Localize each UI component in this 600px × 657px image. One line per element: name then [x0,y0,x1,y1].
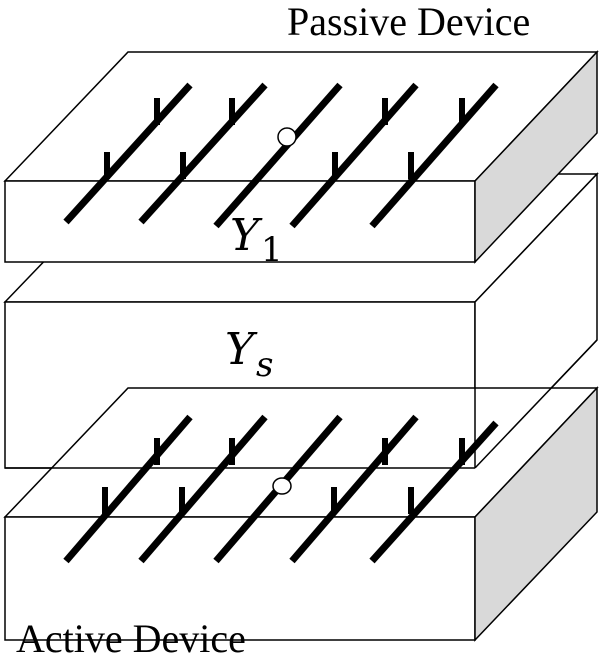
top-tee-markers [104,98,465,179]
y1-main: Y [230,210,263,261]
top-defect-lines [63,82,499,229]
bottom-tee-markers [102,438,465,514]
y1-label: Y1 [230,210,283,270]
bottom-line-4 [289,414,419,564]
top-slab [3,50,599,264]
top-line-4 [289,82,419,229]
svg-text:Ys: Ys [225,324,274,385]
bottom-line-1 [63,414,193,564]
bottom-interface-point-icon [272,477,292,495]
ys-subscript: s [256,345,273,385]
ys-main: Y [225,324,258,375]
passive-device-label: Passive Device [287,0,530,44]
middle-slab-hidden-edges [5,339,598,469]
top-line-5 [369,82,499,229]
top-line-2 [138,82,268,225]
top-slab-side-face [474,50,598,264]
y1-subscript: 1 [261,230,283,270]
ys-label: Ys [225,324,274,385]
bottom-line-5 [369,420,499,564]
active-device-label: Active Device [16,616,246,657]
top-line-3 [213,82,343,229]
top-line-1 [63,82,193,225]
bottom-line-2 [138,414,268,564]
bottom-slab [3,386,599,642]
svg-text:Y1: Y1 [230,210,283,270]
bottom-slab-side-face [474,386,598,642]
top-interface-point-icon [277,127,297,147]
